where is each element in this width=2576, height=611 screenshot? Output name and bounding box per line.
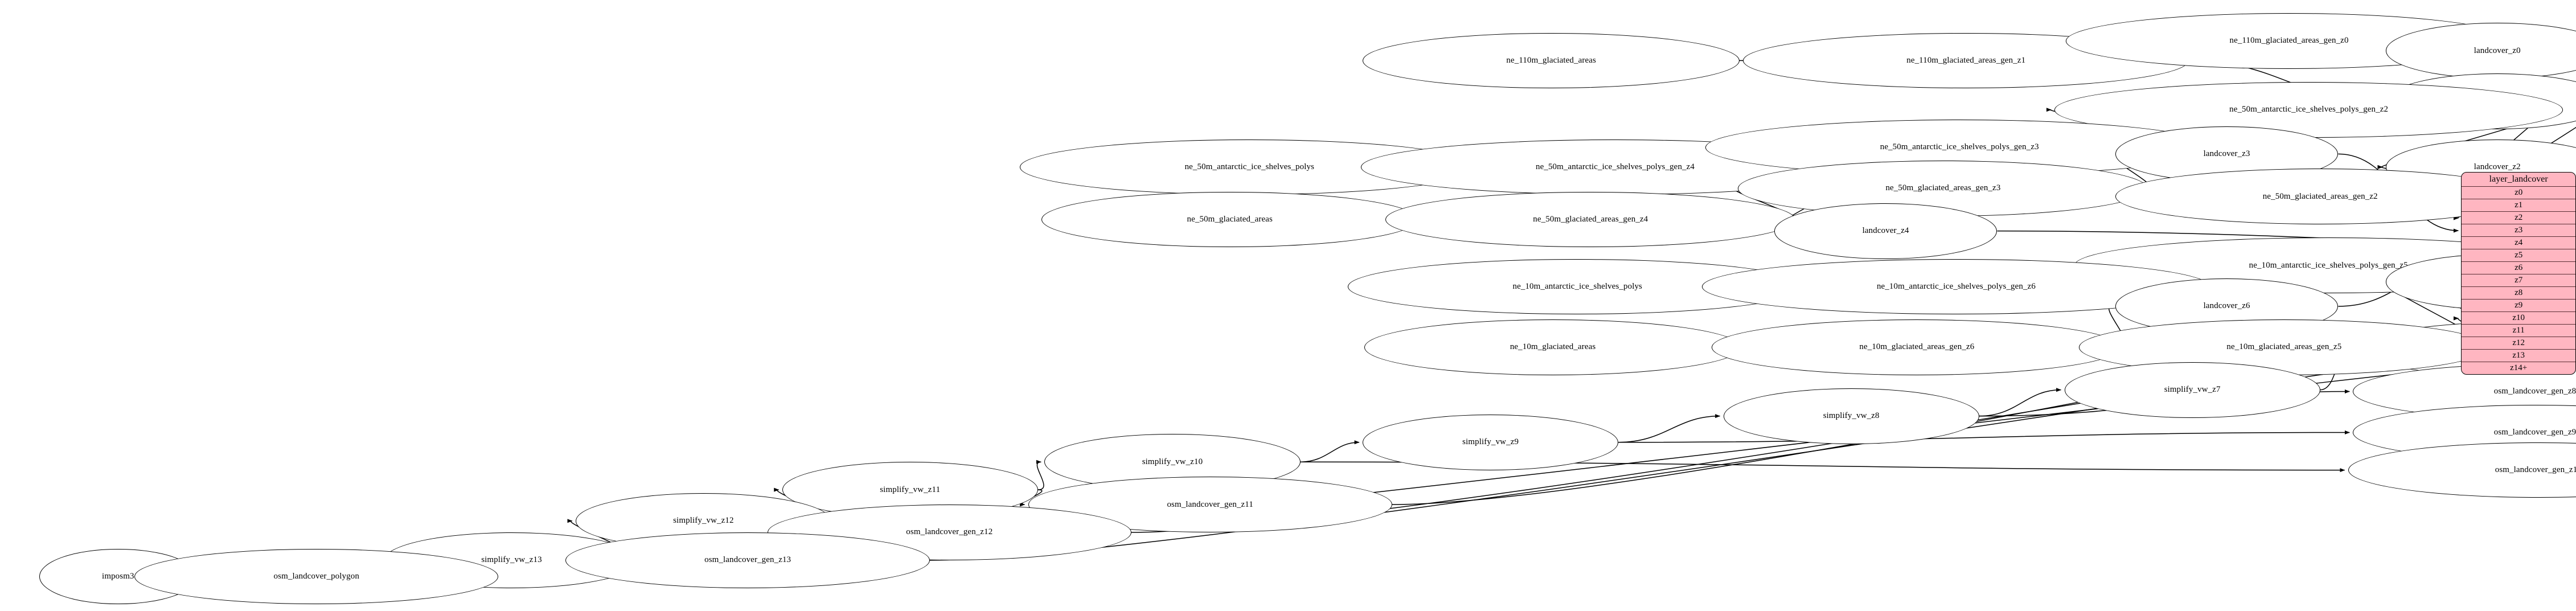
layer-row-z8[interactable]: z8 (2462, 287, 2575, 300)
layer-row-z9[interactable]: z9 (2462, 300, 2575, 313)
layer-row-z0[interactable]: z0 (2462, 187, 2575, 200)
layer-row-z1[interactable]: z1 (2462, 199, 2575, 212)
node-label: osm_landcover_gen_z10 (2495, 465, 2576, 475)
node-osm_landcover_gen_z10[interactable]: osm_landcover_gen_z10 (2348, 442, 2576, 498)
node-label: ne_110m_glaciated_areas_gen_z0 (2229, 36, 2349, 46)
node-label: landcover_z2 (2474, 162, 2521, 171)
node-label: ne_10m_glaciated_areas_gen_z6 (1859, 342, 1975, 352)
node-label: osm_landcover_polygon (273, 572, 359, 581)
node-ne_50m_glaciated_areas_gen_z3[interactable]: ne_50m_glaciated_areas_gen_z3 (1738, 160, 2148, 216)
node-label: ne_50m_glaciated_areas_gen_z3 (1885, 183, 2001, 193)
node-label: ne_110m_glaciated_areas (1506, 55, 1596, 65)
node-ne_10m_glaciated_areas[interactable]: ne_10m_glaciated_areas (1364, 319, 1742, 375)
node-label: simplify_vw_z10 (1142, 457, 1203, 466)
node-label: simplify_vw_z12 (673, 516, 734, 526)
node-simplify_vw_z7[interactable]: simplify_vw_z7 (2064, 362, 2320, 418)
node-label: ne_50m_glaciated_areas_gen_z4 (1533, 214, 1648, 224)
node-label: ne_10m_glaciated_areas_gen_z5 (2226, 342, 2342, 352)
node-ne_10m_glaciated_areas_gen_z6[interactable]: ne_10m_glaciated_areas_gen_z6 (1712, 319, 2122, 375)
node-ne_50m_glaciated_areas_gen_z4[interactable]: ne_50m_glaciated_areas_gen_z4 (1385, 191, 1796, 248)
layer-row-z10[interactable]: z10 (2462, 312, 2575, 325)
node-label: osm_landcover_gen_z13 (704, 555, 791, 565)
node-label: ne_50m_glaciated_areas_gen_z2 (2262, 191, 2378, 201)
node-label: ne_10m_glaciated_areas (1509, 342, 1596, 352)
node-label: simplify_vw_z8 (1823, 411, 1880, 421)
node-label: ne_50m_antarctic_ice_shelves_polys_gen_z… (1535, 162, 1695, 171)
node-label: ne_10m_antarctic_ice_shelves_polys_gen_z… (1876, 281, 2036, 291)
node-label: imposm3 (102, 572, 134, 581)
node-label: osm_landcover_gen_z9 (2493, 427, 2576, 437)
node-label: osm_landcover_gen_z11 (1167, 499, 1253, 509)
node-label: osm_landcover_gen_z8 (2493, 387, 2576, 396)
node-landcover_z4[interactable]: landcover_z4 (1774, 203, 1997, 259)
layer-row-z12[interactable]: z12 (2462, 337, 2575, 350)
layer-row-z7[interactable]: z7 (2462, 274, 2575, 288)
node-label: osm_landcover_gen_z12 (906, 527, 993, 537)
node-label: landcover_z4 (1862, 226, 1909, 236)
node-label: ne_50m_glaciated_areas (1187, 214, 1273, 224)
node-label: simplify_vw_z13 (481, 555, 542, 565)
edge-simplify_vw_z9-to-simplify_vw_z8 (1618, 414, 1721, 443)
layer-row-z5[interactable]: z5 (2462, 249, 2575, 263)
layer-row-z6[interactable]: z6 (2462, 262, 2575, 275)
node-label: ne_10m_antarctic_ice_shelves_polys (1512, 281, 1642, 291)
node-label: landcover_z0 (2474, 46, 2521, 55)
node-label: ne_110m_glaciated_areas_gen_z1 (1906, 55, 2026, 65)
layer-row-z11[interactable]: z11 (2462, 325, 2575, 338)
node-label: simplify_vw_z7 (2164, 385, 2221, 395)
node-label: ne_50m_antarctic_ice_shelves_polys_gen_z… (2229, 105, 2389, 114)
node-label: ne_50m_antarctic_ice_shelves_polys_gen_z… (1880, 142, 2039, 152)
edge-simplify_vw_z8-to-simplify_vw_z7 (1979, 388, 2062, 417)
node-label: landcover_z3 (2203, 149, 2250, 158)
layer-row-z2[interactable]: z2 (2462, 212, 2575, 225)
node-osm_landcover_polygon[interactable]: osm_landcover_polygon (134, 548, 499, 605)
node-label: simplify_vw_z9 (1462, 437, 1519, 447)
node-label: landcover_z6 (2203, 301, 2250, 311)
node-landcover_z0[interactable]: landcover_z0 (2385, 23, 2576, 79)
node-ne_110m_glaciated_areas[interactable]: ne_110m_glaciated_areas (1363, 32, 1740, 89)
node-ne_50m_glaciated_areas[interactable]: ne_50m_glaciated_areas (1041, 191, 1418, 248)
node-label: simplify_vw_z11 (880, 485, 941, 494)
node-simplify_vw_z9[interactable]: simplify_vw_z9 (1363, 414, 1619, 470)
node-label: ne_50m_antarctic_ice_shelves_polys (1184, 162, 1315, 171)
layer-table-header: layer_landcover (2462, 173, 2575, 187)
layer-row-z13[interactable]: z13 (2462, 350, 2575, 363)
layer-row-z14+[interactable]: z14+ (2510, 363, 2528, 373)
layer-row-z4[interactable]: z4 (2462, 237, 2575, 250)
node-label: ne_10m_antarctic_ice_shelves_polys_gen_z… (2249, 260, 2408, 270)
edge-simplify_vw_z11-to-simplify_vw_z10 (1036, 460, 1044, 490)
node-ne_50m_glaciated_areas_gen_z2[interactable]: ne_50m_glaciated_areas_gen_z2 (2115, 169, 2525, 225)
node-simplify_vw_z8[interactable]: simplify_vw_z8 (1723, 388, 1979, 444)
layer-row-z3[interactable]: z3 (2462, 224, 2575, 237)
node-osm_landcover_gen_z13[interactable]: osm_landcover_gen_z13 (565, 532, 930, 588)
edge-simplify_vw_z10-to-simplify_vw_z9 (1300, 440, 1360, 462)
edge-simplify_vw_z9-to-osm_landcover_gen_z9 (1618, 430, 2350, 443)
